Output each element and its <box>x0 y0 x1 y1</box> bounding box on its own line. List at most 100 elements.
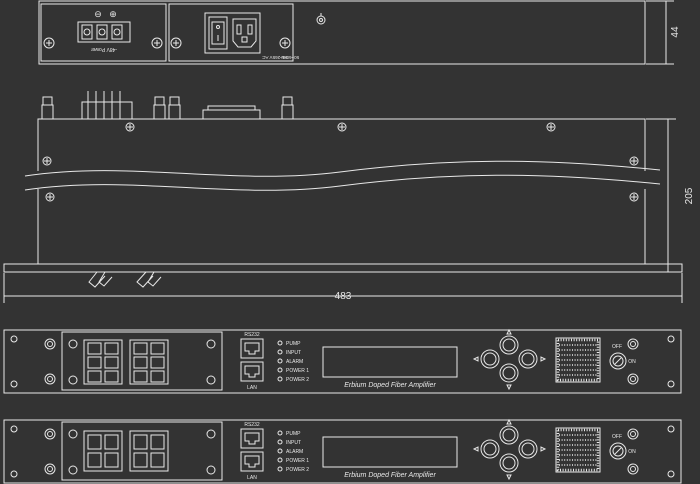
led-label-power1: POWER 1 <box>286 368 309 374</box>
rack-hole-icon <box>10 470 18 478</box>
ac-inlet-switch <box>204 12 261 54</box>
break-line-top <box>24 160 661 177</box>
led-label-alarm: ALARM <box>286 359 303 365</box>
rs232-label: RS232 <box>244 332 260 338</box>
led-label-pump: PUMP <box>286 341 301 347</box>
front-panel-outline <box>3 419 682 484</box>
key-right-button[interactable] <box>518 349 538 369</box>
key-on-label: ON <box>628 449 636 455</box>
screw-icon <box>44 428 56 440</box>
screw-icon <box>337 122 347 132</box>
key-on-label: ON <box>628 359 636 365</box>
key-switch[interactable] <box>609 442 627 460</box>
lan-label: LAN <box>247 385 257 391</box>
dc-power-module <box>40 3 167 62</box>
fiber-port-plate <box>61 331 223 391</box>
width-dimension: 483 <box>335 291 352 302</box>
screw-icon <box>627 373 639 385</box>
side-view: 205 483 <box>3 91 695 303</box>
chassis-outline <box>37 118 646 265</box>
screw-icon <box>629 156 639 166</box>
front-panel-view-1: RS232 LAN PUMP INPUT ALARM POWER 1 POWER… <box>3 328 682 394</box>
screw-icon <box>627 463 639 475</box>
power1-led-icon <box>277 367 283 373</box>
rs232-port[interactable] <box>240 338 264 359</box>
alarm-led-icon <box>277 358 283 364</box>
terminal-block-icon <box>81 101 133 120</box>
front-panel-outline <box>3 329 682 394</box>
key-switch[interactable] <box>609 352 627 370</box>
arrow-down-icon <box>506 384 512 391</box>
key-off-label: OFF <box>612 344 622 350</box>
led-label-power1: POWER 1 <box>286 458 309 464</box>
rack-hole-icon <box>667 335 675 343</box>
rack-hole-icon <box>667 470 675 478</box>
arrow-left-icon <box>472 356 479 362</box>
lan-port[interactable] <box>240 451 264 472</box>
screw-icon <box>44 373 56 385</box>
front-flange <box>3 263 683 273</box>
screw-icon <box>627 338 639 350</box>
connector-icon <box>282 96 293 106</box>
arrow-up-icon <box>506 328 512 335</box>
input-led-icon <box>277 439 283 445</box>
key-up-button[interactable] <box>499 335 519 355</box>
led-label-alarm: ALARM <box>286 449 303 455</box>
led-label-pump: PUMP <box>286 431 301 437</box>
screw-icon <box>42 156 52 166</box>
lan-label: LAN <box>247 475 257 481</box>
pump-led-icon <box>277 340 283 346</box>
rs232-label: RS232 <box>244 422 260 428</box>
rack-hole-icon <box>10 425 18 433</box>
key-up-button[interactable] <box>499 425 519 445</box>
key-left-button[interactable] <box>480 349 500 369</box>
height-dimension-line <box>646 0 674 65</box>
rack-hole-icon <box>667 380 675 388</box>
ground-screw-icon <box>316 15 326 25</box>
rs232-port[interactable] <box>240 428 264 449</box>
rack-hole-icon <box>10 380 18 388</box>
screw-icon <box>43 37 55 49</box>
alarm-led-icon <box>277 448 283 454</box>
screw-icon <box>629 192 639 202</box>
key-down-button[interactable] <box>499 453 519 473</box>
lcd-display <box>322 346 458 378</box>
key-right-button[interactable] <box>518 439 538 459</box>
break-line-bottom <box>24 174 661 191</box>
ac-frequency-label: 50~60Hz <box>280 55 299 60</box>
front-panel-view-2: RS232 LAN PUMP INPUT ALARM POWER 1 POWER… <box>3 418 682 484</box>
lan-port[interactable] <box>240 361 264 382</box>
terminal-plus-symbol: ⊕ <box>109 9 117 19</box>
key-down-button[interactable] <box>499 363 519 383</box>
screw-icon <box>45 192 55 202</box>
speaker-grille <box>555 337 601 383</box>
fiber-adapter-group <box>129 339 169 385</box>
terminal-minus-symbol: ⊖ <box>94 9 102 19</box>
power1-led-icon <box>277 457 283 463</box>
ac-voltage-label: 90~265V AC <box>262 55 288 60</box>
screw-icon <box>44 463 56 475</box>
rack-hole-icon <box>10 335 18 343</box>
rack-hole-icon <box>667 425 675 433</box>
speaker-grille <box>555 427 601 473</box>
screw-icon <box>627 428 639 440</box>
lcd-display <box>322 436 458 468</box>
power2-led-icon <box>277 376 283 382</box>
led-label-input: INPUT <box>286 350 301 356</box>
key-left-button[interactable] <box>480 439 500 459</box>
fiber-port-plate <box>61 421 223 481</box>
dc-power-label: -48V Power <box>91 46 117 52</box>
width-dimension-line <box>3 273 683 303</box>
iec-socket-icon <box>232 18 257 48</box>
dc-terminal-block <box>77 21 131 43</box>
rear-panel-outline <box>38 0 646 65</box>
led-label-input: INPUT <box>286 440 301 446</box>
power2-led-icon <box>277 466 283 472</box>
arrow-up-icon <box>506 418 512 425</box>
rear-panel-view: ⊖ ⊕ -48V Power 90~265V AC 50~60Hz 44 <box>38 0 681 65</box>
product-name: Erbium Doped Fiber Amplifier <box>344 382 436 389</box>
screw-icon <box>546 122 556 132</box>
screw-icon <box>279 37 291 49</box>
screw-icon <box>170 37 182 49</box>
pump-led-icon <box>277 430 283 436</box>
